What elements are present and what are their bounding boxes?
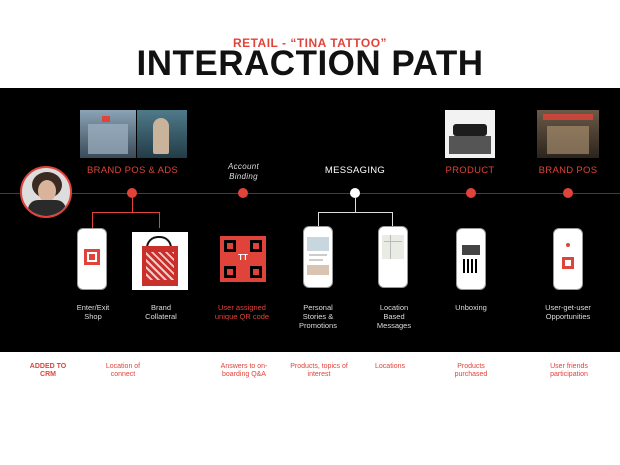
qr-badge: TT xyxy=(238,253,248,262)
phone-enter-exit xyxy=(77,228,107,290)
phone-personal-stories xyxy=(303,226,333,288)
caption-user-get-user: User-get-user Opportunities xyxy=(545,303,591,321)
footer-products-purchased: Products purchased xyxy=(454,363,488,378)
caption-qr: User assigned unique QR code xyxy=(214,303,270,321)
timeline-dot-messaging xyxy=(350,188,360,198)
footer-user-friends: User friends participation xyxy=(550,363,588,378)
stage-messaging: MESSAGING xyxy=(324,165,386,176)
timeline-line xyxy=(0,193,620,194)
phone-location-messages xyxy=(378,226,408,288)
branch-bar xyxy=(318,212,393,213)
caption-unboxing: Unboxing xyxy=(455,303,487,312)
stage-brand-pos: BRAND POS xyxy=(538,165,598,176)
avatar xyxy=(20,166,72,218)
branch-stem xyxy=(355,198,356,212)
footer-products-topics: Products, topics of interest xyxy=(290,363,348,378)
timeline-dot-account-binding xyxy=(238,188,248,198)
brand-collateral-bag xyxy=(132,232,188,290)
branch-leg xyxy=(318,212,319,226)
page-title: INTERACTION PATH xyxy=(136,44,484,83)
caption-enter-exit: Enter/Exit Shop xyxy=(76,303,110,321)
phone-unboxing xyxy=(456,228,486,290)
ad-photo xyxy=(137,110,187,158)
qr-code: TT xyxy=(220,236,266,282)
footer-answers: Answers to on-boarding Q&A xyxy=(220,363,268,378)
timeline-dot-brand-pos xyxy=(563,188,573,198)
product-box-photo xyxy=(445,110,495,158)
store-photo-2 xyxy=(537,110,599,158)
phone-user-get-user xyxy=(553,228,583,290)
stage-brand-pos-ads: BRAND POS & ADS xyxy=(86,165,179,176)
store-photo-1 xyxy=(80,110,136,158)
branch-leg xyxy=(392,212,393,226)
stage-account-binding: Account Binding xyxy=(227,162,259,181)
footer-locations: Locations xyxy=(375,363,405,370)
timeline-dot-brand-pos-ads xyxy=(127,188,137,198)
footer-location-connect: Location of connect xyxy=(105,363,141,378)
subtitle: RETAIL - “TINA TATTOO” xyxy=(232,36,388,50)
footer-added-to-crm: ADDED TO CRM xyxy=(29,363,67,378)
caption-personal: Personal Stories & Promotions xyxy=(299,303,337,330)
caption-location-messages: Location Based Messages xyxy=(376,303,412,330)
caption-brand-collateral: Brand Collateral xyxy=(145,303,177,321)
branch-leg xyxy=(92,212,93,228)
timeline-dot-product xyxy=(466,188,476,198)
branch-bar xyxy=(92,212,160,213)
branch-stem xyxy=(132,198,133,212)
stage-product: PRODUCT xyxy=(445,165,495,176)
branch-leg xyxy=(159,212,160,228)
